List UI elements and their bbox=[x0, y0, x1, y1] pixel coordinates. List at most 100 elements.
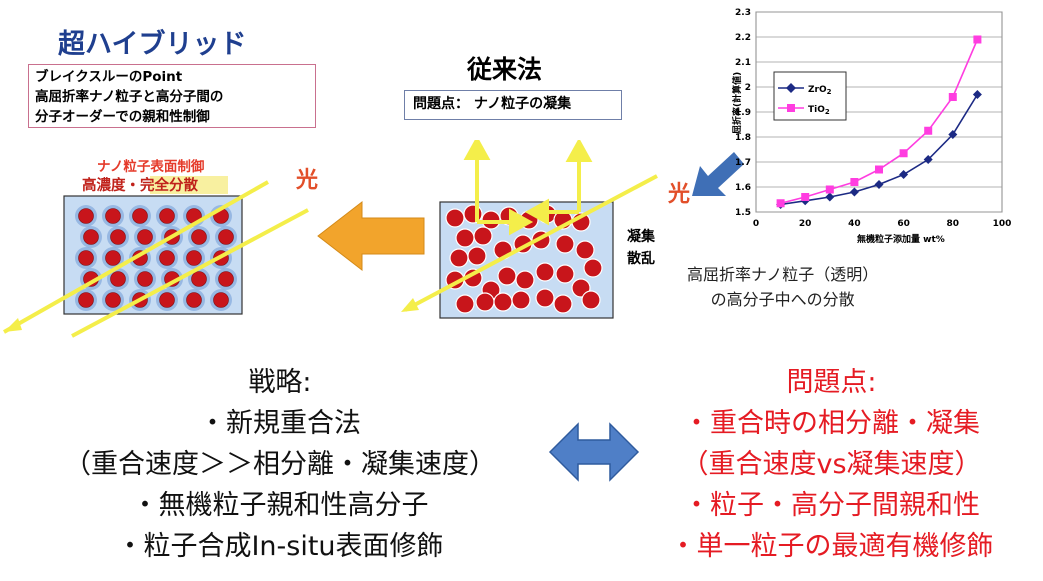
aggregated-particle bbox=[535, 262, 555, 282]
data-point-tio2 bbox=[973, 35, 982, 44]
caption-line-1: 高屈折率ナノ粒子（透明） bbox=[687, 265, 879, 284]
blue-pointer-arrow-icon bbox=[692, 152, 744, 196]
data-point-zro2 bbox=[923, 155, 933, 164]
particle bbox=[110, 271, 126, 287]
particle bbox=[105, 292, 121, 308]
data-point-zro2 bbox=[972, 90, 982, 99]
aggregation-text: 凝集 bbox=[627, 229, 655, 245]
scattering-text: 散乱 bbox=[627, 251, 655, 267]
aggregated-particle bbox=[555, 264, 575, 284]
dispersed-particles bbox=[75, 205, 237, 311]
data-point-zro2 bbox=[899, 170, 909, 179]
problems-item-1: ・重合時の相分離・凝集 bbox=[683, 408, 980, 439]
aggregated-particle bbox=[555, 234, 575, 254]
chart-legend: ZrO2 TiO2 bbox=[773, 71, 847, 121]
breakthrough-line-3: 分子オーダーでの親和性制御 bbox=[35, 109, 210, 125]
particle bbox=[159, 250, 175, 266]
y-tick-label: 2 bbox=[745, 83, 751, 93]
aggregated-particle bbox=[581, 290, 601, 310]
aggregated-particle bbox=[493, 292, 513, 312]
x-tick-label: 60 bbox=[897, 219, 910, 229]
breakthrough-box: ブレイクスルーのPoint 高屈折率ナノ粒子と高分子間の 分子オーダーでの親和性… bbox=[28, 64, 316, 128]
high-concentration-label: 高濃度・完全分散 bbox=[82, 178, 198, 194]
data-point-zro2 bbox=[825, 192, 835, 202]
problems-item-4: ・単一粒子の最適有機修飾 bbox=[669, 531, 994, 562]
chart-caption: 高屈折率ナノ粒子（透明） の高分子中への分散 bbox=[687, 262, 878, 312]
aggregated-particle bbox=[473, 226, 493, 246]
strategy-heading: 戦略: bbox=[248, 367, 312, 398]
aggregated-particle bbox=[511, 290, 531, 310]
particle bbox=[132, 208, 148, 224]
x-tick-label: 80 bbox=[947, 219, 960, 229]
aggregated-particle bbox=[475, 292, 495, 312]
y-tick-label: 2.2 bbox=[735, 33, 751, 43]
particle bbox=[137, 229, 153, 245]
data-point-tio2 bbox=[924, 126, 933, 135]
problems-item-3: ・粒子・高分子間親和性 bbox=[683, 490, 980, 521]
data-point-tio2 bbox=[801, 193, 810, 201]
light-label-left: 光 bbox=[296, 168, 319, 193]
aggregated-particle bbox=[515, 270, 535, 290]
light-beam-3 bbox=[404, 174, 658, 312]
light-beam-1-head bbox=[4, 318, 22, 332]
strategy-item-3: ・無機粒子親和性高分子 bbox=[131, 490, 429, 521]
strategy-item-1: ・新規重合法 bbox=[199, 408, 361, 439]
breakthrough-line-1: ブレイクスルーのPoint bbox=[35, 69, 183, 85]
scattered-light-arrows bbox=[463, 140, 593, 236]
particle bbox=[218, 229, 234, 245]
light-label-right: 光 bbox=[668, 182, 691, 207]
y-tick-label: 1.7 bbox=[735, 158, 751, 168]
light-beam-3-head bbox=[401, 298, 419, 312]
conventional-title: 従来法 bbox=[467, 55, 543, 84]
y-tick-label: 1.8 bbox=[735, 133, 751, 143]
aggregated-particle bbox=[553, 294, 573, 314]
y-tick-label: 2.1 bbox=[735, 58, 751, 68]
particle bbox=[105, 250, 121, 266]
hybrid-title: 超ハイブリッド bbox=[58, 29, 247, 60]
aggregation-label: 凝集 散乱 bbox=[627, 226, 655, 270]
particle bbox=[191, 229, 207, 245]
aggregated-particle bbox=[497, 266, 517, 286]
legend-tio2: TiO2 bbox=[808, 105, 830, 116]
caption-line-2: の高分子中への分散 bbox=[710, 290, 855, 309]
strategy-item-2: （重合速度＞＞相分離・凝集速度） bbox=[64, 449, 496, 480]
particle bbox=[83, 229, 99, 245]
y-tick-label: 1.5 bbox=[735, 208, 751, 218]
x-tick-label: 20 bbox=[799, 219, 812, 229]
aggregated-particle bbox=[455, 294, 475, 314]
improvement-arrow-icon bbox=[317, 200, 425, 272]
data-point-tio2 bbox=[825, 185, 834, 194]
particle bbox=[186, 292, 202, 308]
particle bbox=[159, 208, 175, 224]
particle bbox=[78, 250, 94, 266]
strategy-block: 戦略: ・新規重合法 （重合速度＞＞相分離・凝集速度） ・無機粒子親和性高分子 … bbox=[40, 362, 520, 567]
aggregated-particle bbox=[467, 246, 487, 266]
particle bbox=[218, 271, 234, 287]
light-beam-2 bbox=[71, 208, 309, 338]
data-point-zro2 bbox=[874, 180, 884, 189]
particle bbox=[213, 292, 229, 308]
y-tick-label: 2.3 bbox=[735, 8, 751, 18]
particle bbox=[186, 250, 202, 266]
surface-control-label: ナノ粒子表面制御 bbox=[97, 159, 205, 175]
y-tick-label: 1.9 bbox=[735, 108, 751, 118]
particle bbox=[191, 271, 207, 287]
legend-square-marker bbox=[787, 104, 795, 112]
problems-heading: 問題点: bbox=[786, 367, 877, 398]
y-tick-label: 1.6 bbox=[735, 183, 751, 193]
x-tick-label: 40 bbox=[848, 219, 861, 229]
data-point-zro2 bbox=[849, 187, 859, 197]
data-point-tio2 bbox=[850, 178, 859, 186]
highlight-band bbox=[150, 176, 228, 194]
dispersed-illustration bbox=[3, 176, 309, 338]
double-arrow-icon bbox=[548, 422, 640, 482]
aggregated-illustration bbox=[401, 140, 658, 319]
data-point-zro2 bbox=[948, 130, 958, 139]
particle bbox=[78, 208, 94, 224]
aggregated-particle bbox=[445, 208, 465, 228]
x-tick-label: 0 bbox=[753, 219, 759, 229]
x-axis-label: 無機粒子添加量 wt% bbox=[857, 233, 945, 245]
aggregated-particle bbox=[575, 240, 595, 260]
aggregated-particle bbox=[535, 288, 555, 308]
